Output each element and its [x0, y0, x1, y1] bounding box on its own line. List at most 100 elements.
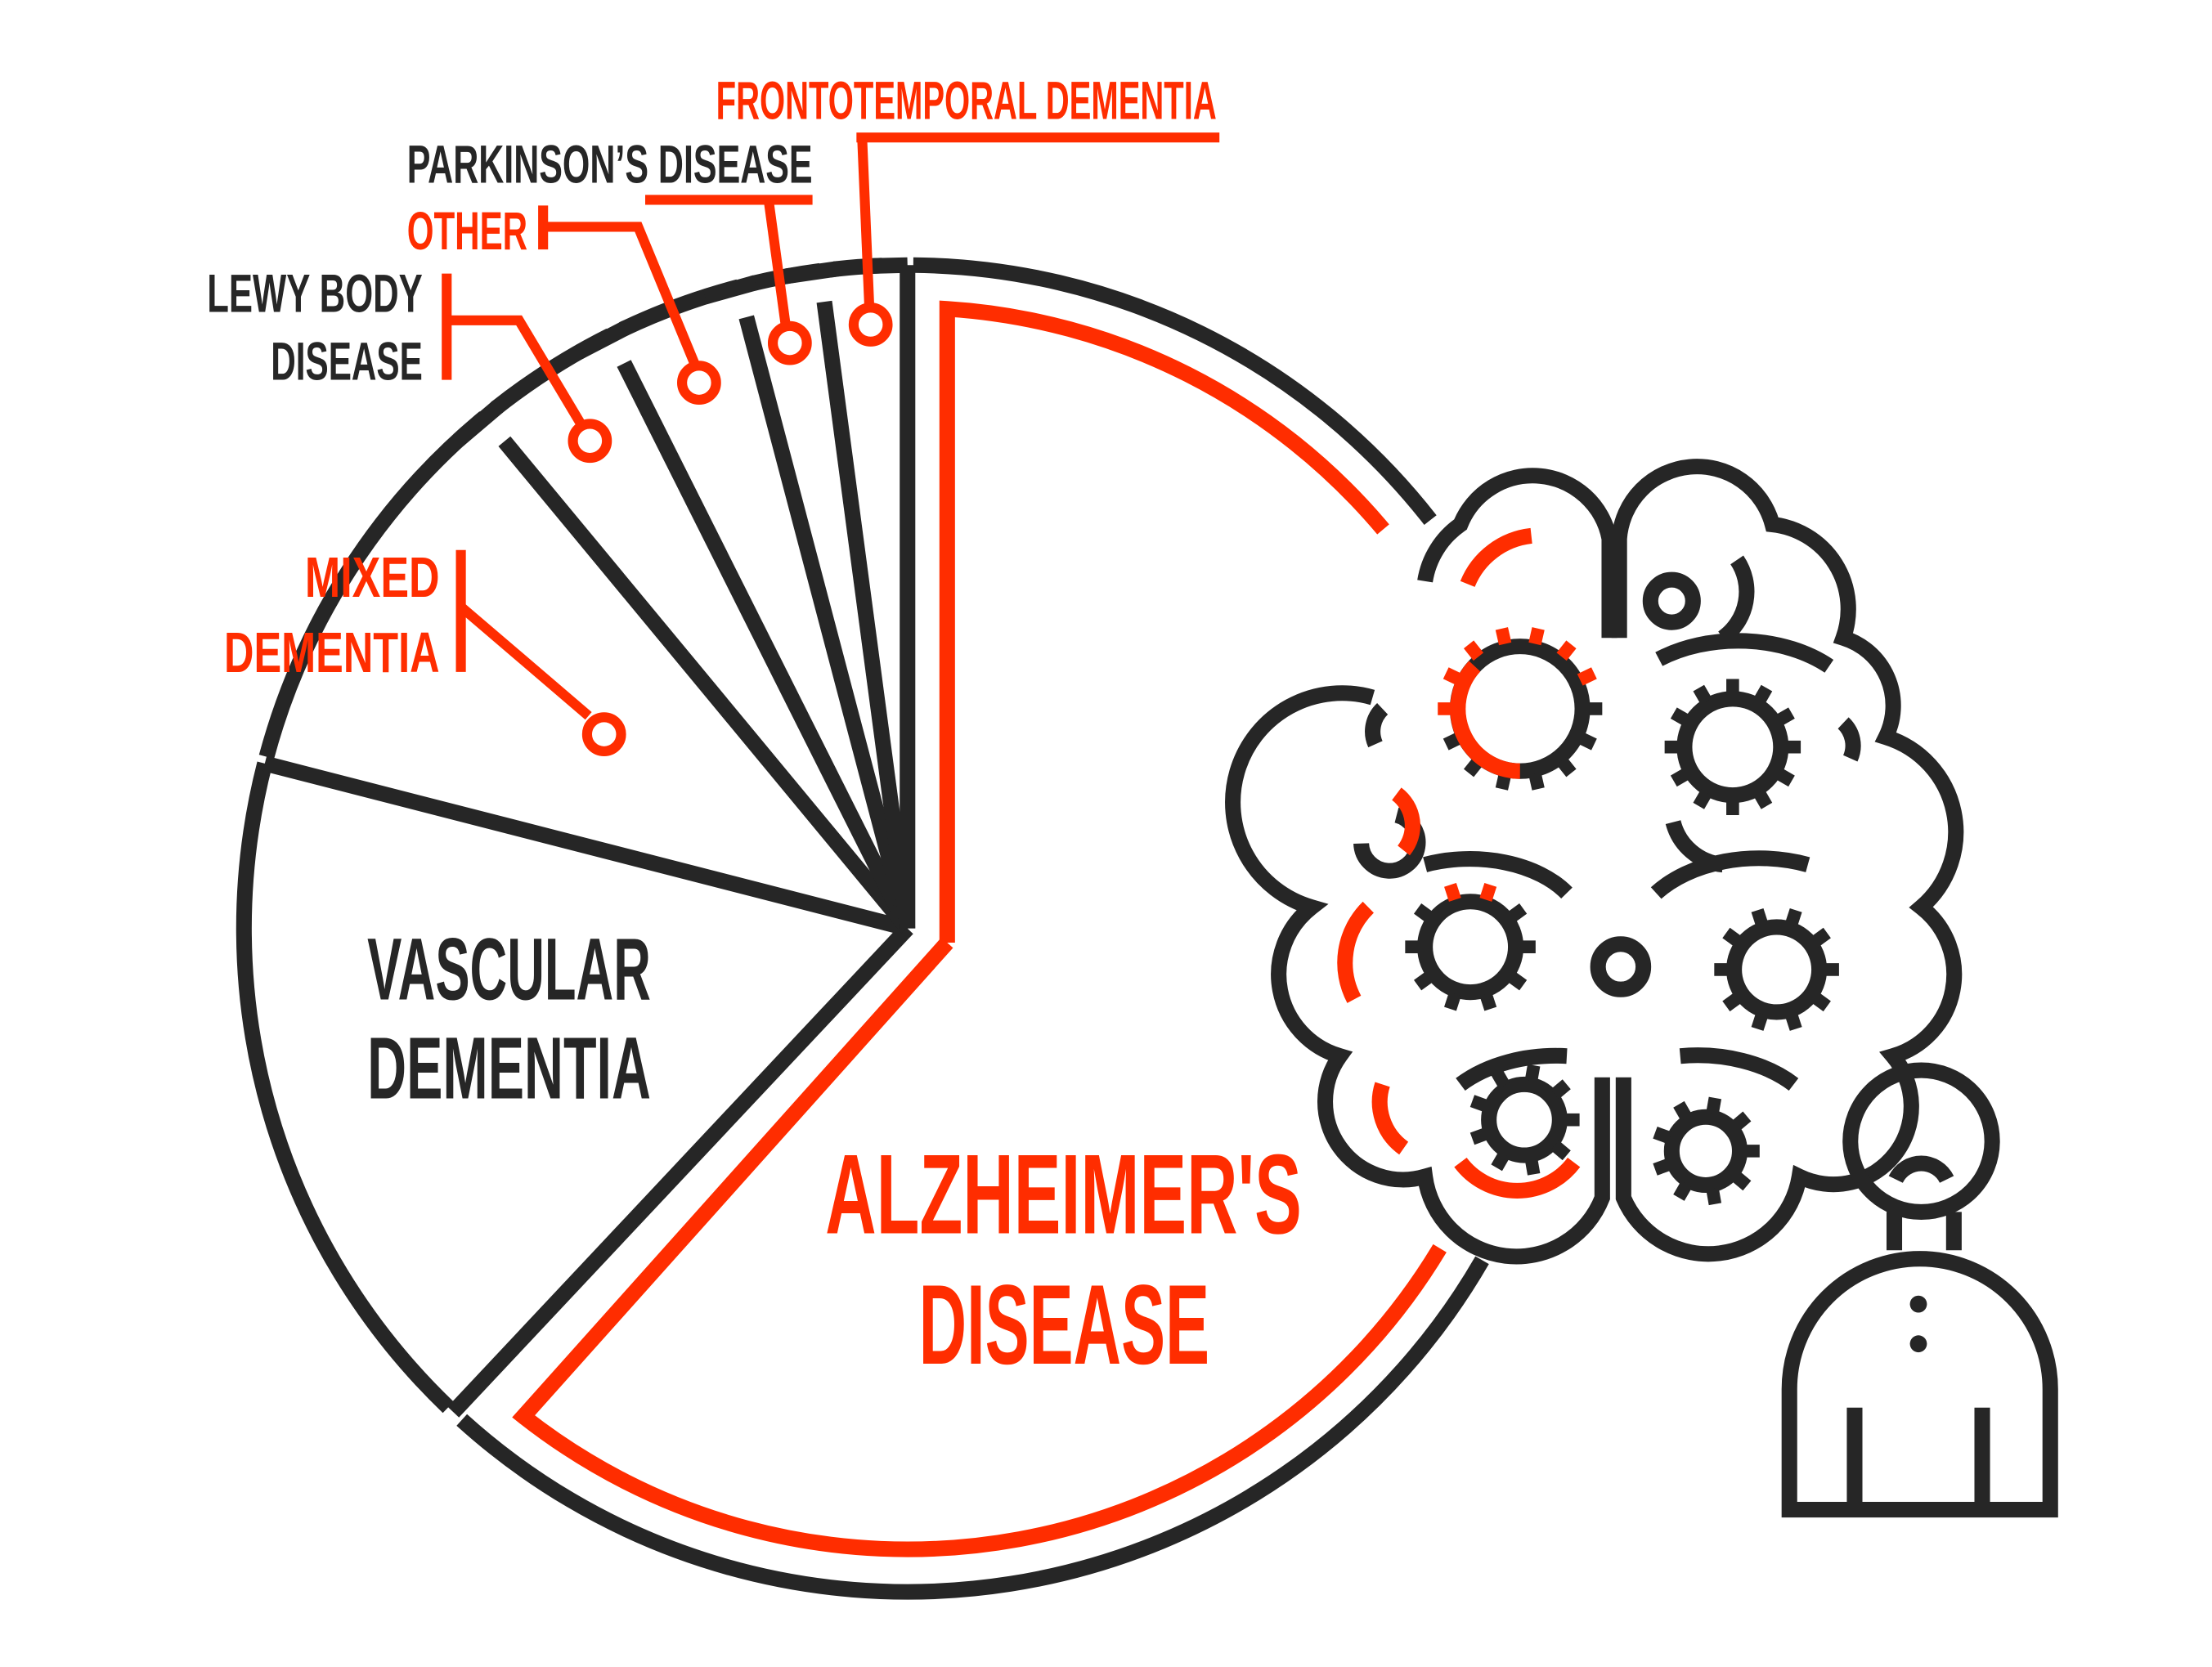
leader-dot: [677, 361, 721, 406]
pie-slice-cap: [784, 261, 839, 285]
gear-tooth: [1528, 627, 1545, 646]
gear-tooth: [1469, 1095, 1490, 1113]
label-parkinsons: PARKINSON’S DISEASE: [407, 134, 813, 195]
gear-tooth: [1550, 1140, 1571, 1161]
label-other: OTHER: [407, 200, 527, 261]
gear-tooth: [1577, 732, 1597, 751]
gear-tooth: [1673, 1181, 1693, 1201]
gear-tooth: [1413, 970, 1434, 991]
label-frontotemporal: FRONTOTEMPORAL DEMENTIA: [716, 70, 1217, 131]
pie-slice-alzheimer-s-disease-outer-arc: [913, 257, 1437, 525]
gear-tooth: [1469, 1127, 1490, 1145]
gear-tooth: [1444, 882, 1461, 902]
gear-tooth: [1653, 1127, 1672, 1145]
gear-tooth: [1444, 992, 1461, 1011]
gear-tooth: [1722, 992, 1743, 1012]
gear-icon: [1469, 1064, 1580, 1176]
leader-frontotemporal: [848, 132, 1220, 347]
leader-dot: [848, 302, 893, 347]
gear-tooth: [1810, 992, 1831, 1012]
pie-slice-divider: [447, 923, 913, 1418]
gear-tooth: [1524, 1064, 1541, 1082]
pie-slice-divider: [262, 755, 910, 936]
gear-tooth: [1775, 707, 1795, 727]
leader-dot: [568, 419, 612, 464]
brain-node-icon: [1590, 936, 1652, 997]
brain-gears-icon: [1225, 459, 1964, 1265]
gear-tooth: [1524, 1158, 1541, 1176]
gear-tooth: [1491, 1069, 1510, 1089]
gear-tooth: [1693, 789, 1712, 809]
gear-tooth: [1775, 768, 1795, 787]
gear-tooth: [1413, 903, 1434, 923]
gear-tooth: [1463, 640, 1484, 661]
gear-tooth: [1673, 1100, 1693, 1122]
gear-tooth: [1706, 1187, 1722, 1206]
gear-tooth: [1751, 1011, 1769, 1031]
person-face: [1888, 1155, 1954, 1184]
gear-tooth: [1706, 1096, 1722, 1115]
brain-left-hemisphere: [1225, 468, 1617, 1265]
gear-body: [1663, 1109, 1748, 1194]
pie-slice-divider: [498, 436, 914, 934]
label-alzheimers-line2: DISEASE: [919, 1261, 1209, 1388]
gear-tooth: [1506, 970, 1528, 991]
gear-icon: [1664, 679, 1801, 815]
gear-body: [1481, 1076, 1568, 1163]
gear-tooth: [1479, 992, 1497, 1011]
leader-parkinsons: [645, 195, 813, 365]
pie-slice-cap: [702, 275, 758, 305]
label-mixed-line1: MIXED: [305, 545, 440, 609]
pie-slice-alzheimer-s-disease-inner-outline: [512, 937, 1447, 1557]
pie-slice-divider: [738, 315, 915, 931]
gear-tooth: [1753, 684, 1773, 706]
leader-other: [538, 205, 721, 406]
gear-tooth: [1784, 907, 1802, 927]
gear-body: [1417, 894, 1524, 1001]
leader-lines: [442, 132, 1220, 757]
gear-icon: [1714, 907, 1839, 1031]
gear-tooth: [1730, 1111, 1752, 1131]
pie-slice-cap: [453, 400, 504, 446]
gear-tooth: [1491, 1150, 1510, 1172]
leader-lewy: [442, 273, 612, 464]
pie-slice-mixed-dementia-outer-arc: [258, 411, 490, 760]
pie-slice-cap: [576, 320, 630, 359]
pie: [236, 257, 1489, 1600]
leader-dot: [581, 712, 626, 757]
label-mixed-line2: DEMENTIA: [224, 621, 440, 684]
pie-slice-divider: [617, 360, 915, 932]
pie-slice-divider: [816, 300, 916, 930]
gear-tooth: [1495, 627, 1512, 646]
gear-tooth: [1479, 882, 1497, 902]
gear-tooth: [1784, 1011, 1802, 1031]
pie-slice-alzheimer-s-disease-inner-outline: [939, 300, 1389, 943]
gear-tooth: [1577, 667, 1597, 686]
gear-red-arc: [1450, 661, 1521, 779]
pie-slice-cap: [873, 257, 909, 274]
gear-tooth: [1670, 768, 1691, 787]
gear-tooth: [1722, 927, 1743, 948]
gear-tooth: [1670, 707, 1691, 727]
gear-body: [1726, 919, 1828, 1020]
brain-node-icon: [1642, 571, 1701, 630]
brain-right-hemisphere: [1611, 459, 1964, 1262]
gear-tooth: [1528, 772, 1545, 791]
person-body: [1781, 1251, 2058, 1518]
person-icon: [1781, 1062, 2058, 1518]
label-lewy-line2: DISEASE: [271, 331, 423, 392]
gear-tooth: [1730, 1170, 1752, 1191]
person-button: [1909, 1335, 1927, 1353]
leader-mixed: [455, 549, 626, 757]
gear-tooth: [1506, 903, 1528, 923]
gear-body: [1676, 691, 1789, 804]
label-alzheimers-line1: ALZHEIMER'S: [825, 1131, 1302, 1257]
gear-tooth: [1556, 756, 1577, 777]
label-lewy-line1: LEWY BODY: [207, 262, 423, 323]
gear-tooth: [1556, 640, 1577, 661]
gear-icon: [1405, 882, 1536, 1011]
gear-icon: [1653, 1096, 1760, 1206]
gear-tooth: [1810, 927, 1831, 948]
label-vascular-line1: VASCULAR: [367, 920, 651, 1018]
person-neck: [1886, 1212, 1962, 1251]
